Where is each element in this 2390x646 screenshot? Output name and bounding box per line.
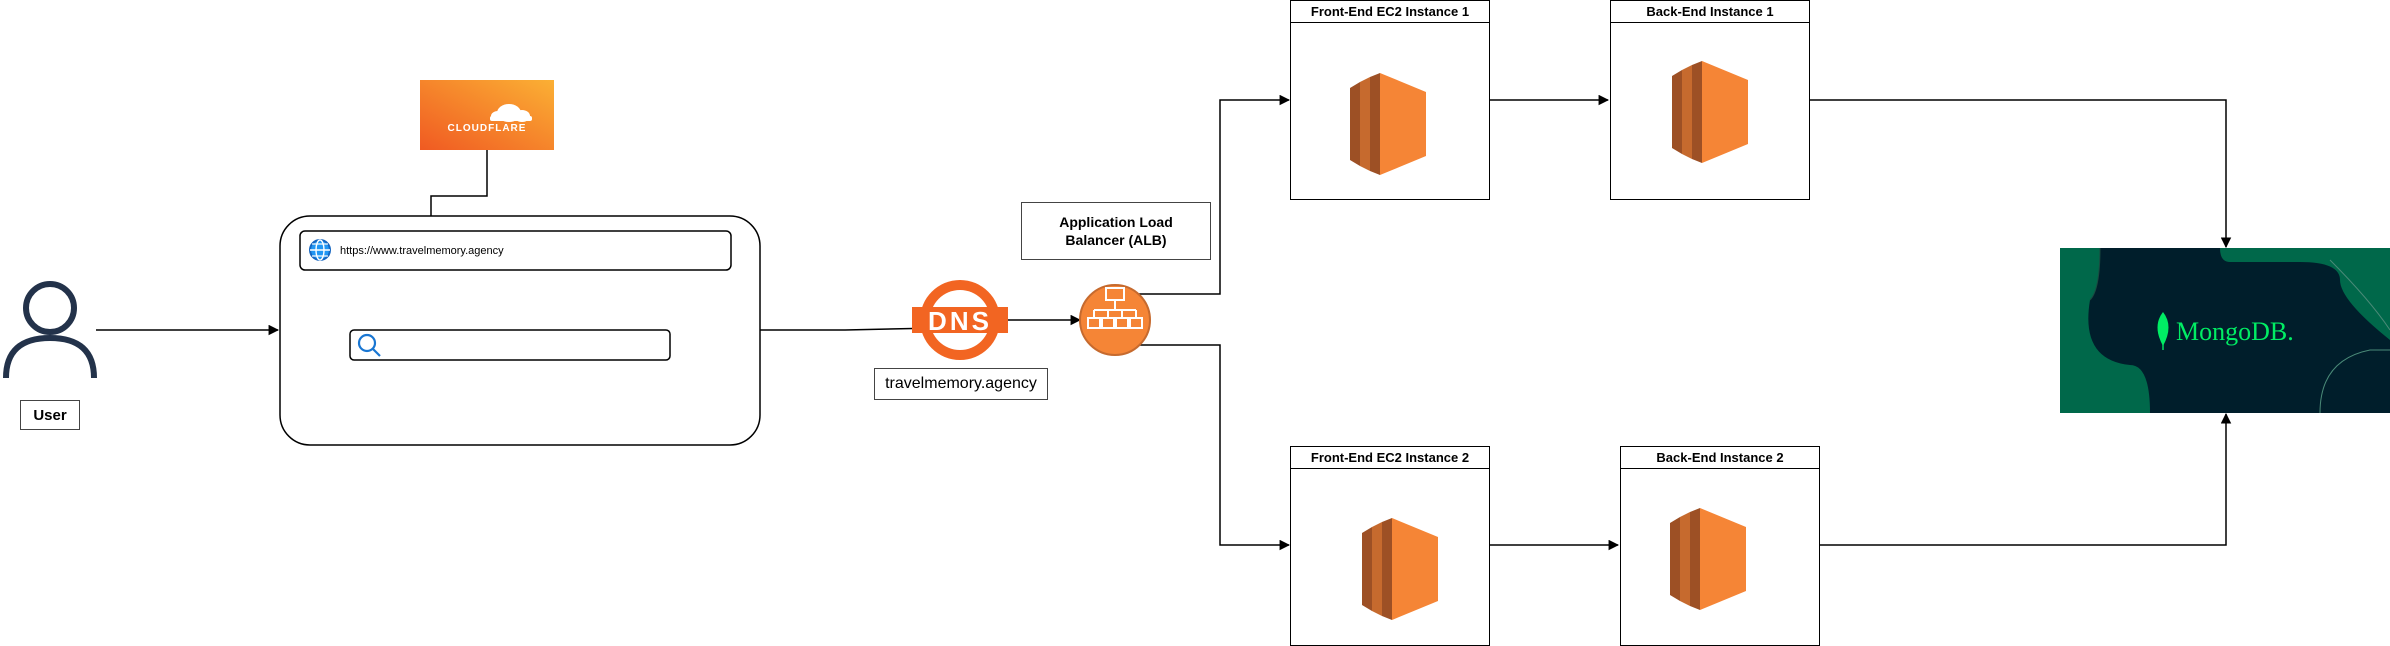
backend2-to-mongodb-arrow [1820,412,2232,546]
alb-label: Application Load Balancer (ALB) [1021,202,1211,260]
backend-instance-2-title: Back-End Instance 2 [1621,447,1819,469]
cloudflare-logo: CLOUDFLARE [420,80,554,150]
frontend-instance-2-title: Front-End EC2 Instance 2 [1291,447,1489,469]
backend1-to-mongodb-arrow [1810,99,2232,249]
globe-icon [309,239,331,261]
backend-instance-1-title: Back-End Instance 1 [1611,1,1809,23]
mongodb-wordmark: MongoDB. [2176,317,2294,346]
browser-window: https://www.travelmemory.agency [279,215,761,446]
cloudflare-cloud-icon [490,104,532,122]
search-icon[interactable] [357,333,381,357]
cloudflare-wordmark: CLOUDFLARE [448,123,527,134]
mongodb-logo: MongoDB. [2060,247,2390,414]
user-label-text: User [33,406,67,424]
frontend-instance-2: Front-End EC2 Instance 2 [1290,446,1490,646]
alb-label-text: Application Load Balancer (ALB) [1059,214,1173,248]
backend-instance-1: Back-End Instance 1 [1610,0,1810,200]
load-balancer-icon [1079,284,1151,356]
url-text: https://www.travelmemory.agency [340,245,504,257]
user-label: User [20,400,80,430]
backend-instance-2: Back-End Instance 2 [1620,446,1820,646]
url-bar[interactable] [299,230,732,271]
alb-to-frontend1-arrow [1117,94,1291,295]
dns-domain-text: travelmemory.agency [885,375,1037,392]
search-input[interactable] [349,329,671,361]
mongodb-leaf-icon [2157,312,2169,350]
browser-to-dns-arrow [760,322,939,334]
frontend-instance-1-title: Front-End EC2 Instance 1 [1291,1,1489,23]
dns-icon: DNS [912,280,1008,360]
alb-to-frontend2-arrow [1140,344,1291,551]
connectors [96,94,2232,551]
user-icon [3,281,97,379]
dns-domain-label: travelmemory.agency [874,368,1048,400]
frontend-instance-1: Front-End EC2 Instance 1 [1290,0,1490,200]
dns-icon-text: DNS [928,306,992,336]
